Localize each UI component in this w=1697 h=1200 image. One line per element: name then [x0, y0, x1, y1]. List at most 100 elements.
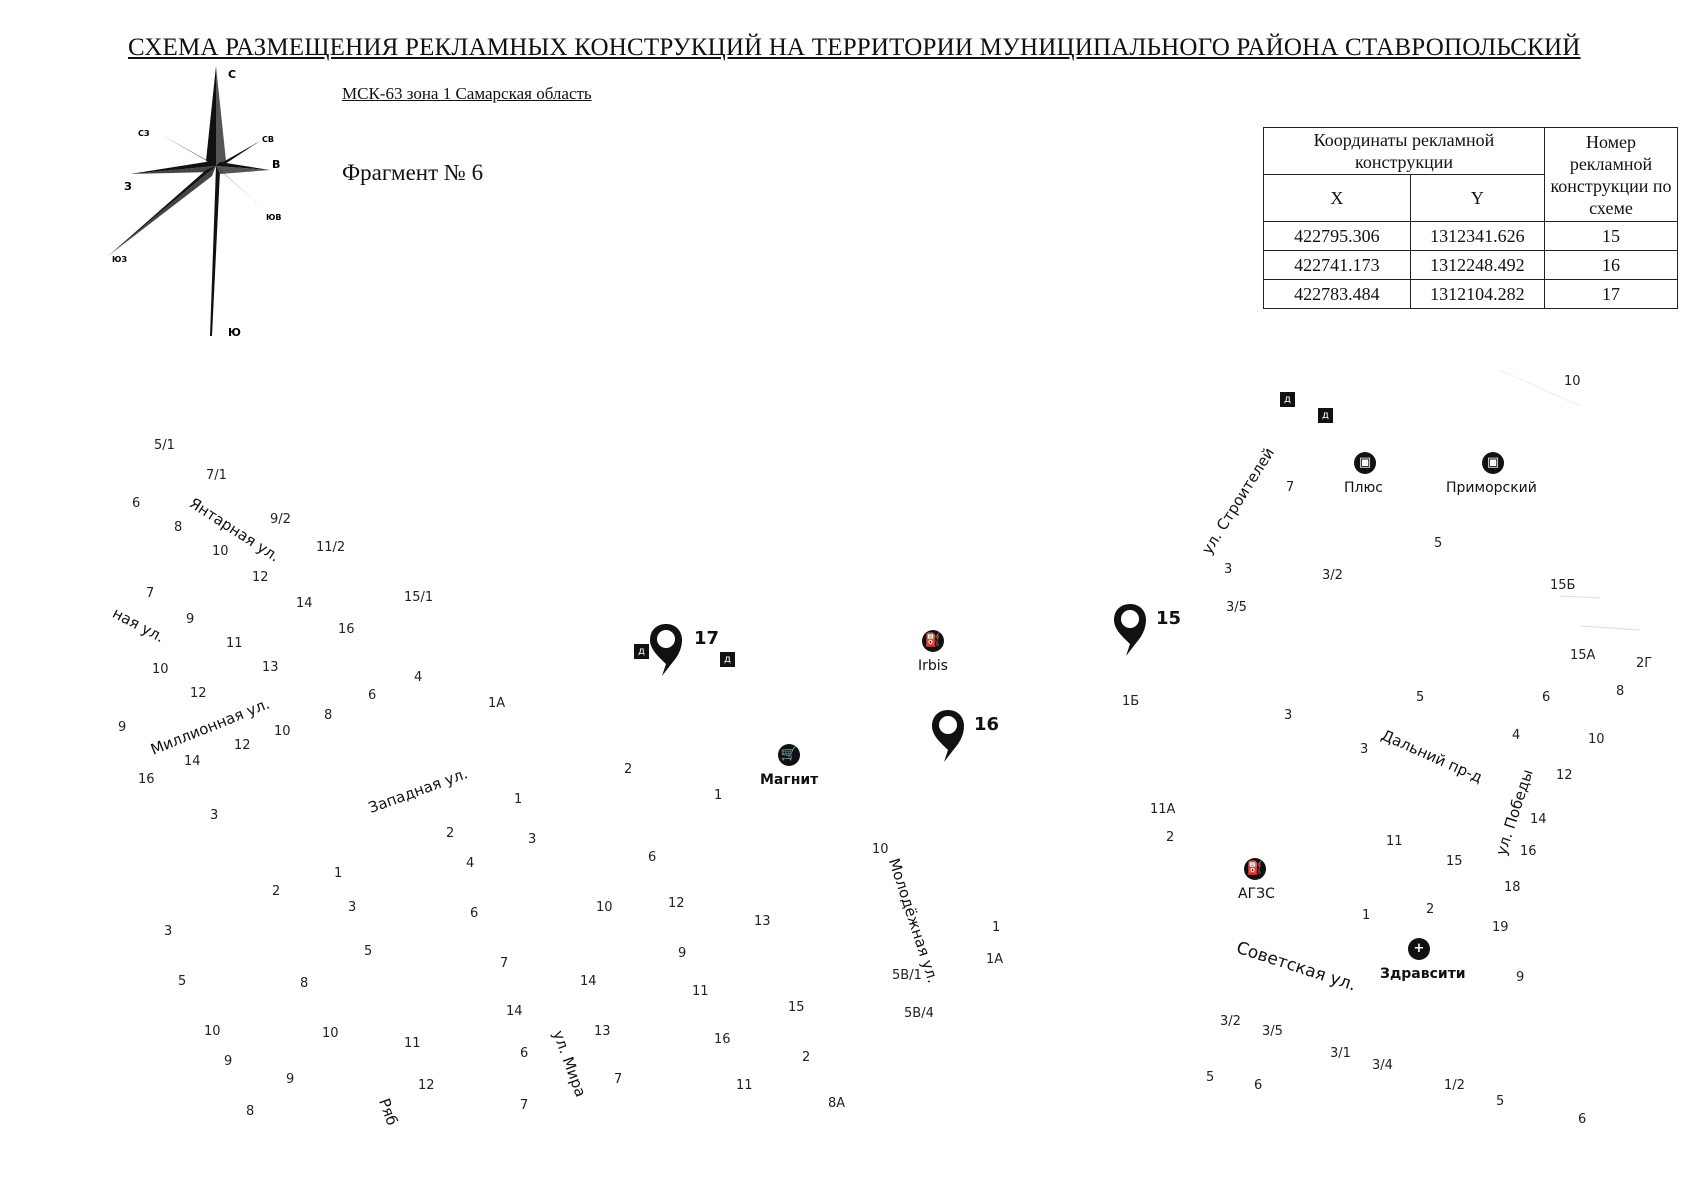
house-number: 10	[872, 842, 889, 857]
house-number: 16	[714, 1032, 731, 1047]
house-number: 3/2	[1220, 1014, 1241, 1029]
house-number: 5/1	[154, 438, 175, 453]
table-header-row: Координаты рекламной конструкции Номер р…	[1263, 127, 1678, 222]
house-number: 16	[138, 772, 155, 787]
house-number: 12	[1556, 768, 1573, 783]
house-number: 4	[414, 670, 423, 685]
house-number: 13	[754, 914, 771, 929]
house-number: 2	[446, 826, 455, 841]
house-number: 1	[714, 788, 723, 803]
cell-x: 422783.484	[1263, 279, 1411, 309]
compass-se: ЮВ	[266, 213, 282, 222]
house-number: 10	[212, 544, 229, 559]
house-number: 9	[224, 1054, 233, 1069]
house-number: 15Б	[1550, 578, 1576, 593]
house-number: 5	[1496, 1094, 1505, 1109]
header-coords: Координаты рекламной конструкции	[1263, 127, 1545, 175]
house-number: 6	[368, 688, 377, 703]
house-number: 12	[190, 686, 207, 701]
header-y: Y	[1409, 174, 1546, 222]
street-dalniy: Дальний пр-д	[1378, 726, 1486, 787]
compass-n: С	[228, 68, 236, 81]
cell-y: 1312104.282	[1409, 279, 1546, 309]
house-number: 1	[992, 920, 1001, 935]
compass-e: В	[272, 158, 280, 171]
cell-x: 422741.173	[1263, 250, 1411, 280]
compass-w: З	[124, 180, 132, 193]
house-number: 4	[1512, 728, 1521, 743]
poi-plus: Плюс	[1344, 480, 1383, 496]
house-number: 8	[174, 520, 183, 535]
house-number: 9	[286, 1072, 295, 1087]
shopping-bag-icon: ▣	[1354, 452, 1376, 474]
poi-primorskiy: Приморский	[1446, 480, 1537, 496]
house-number: 1Б	[1122, 694, 1140, 709]
bus-stop-icon: д	[634, 644, 649, 659]
compass-ne: СВ	[262, 135, 274, 144]
house-number: 2	[624, 762, 633, 777]
street-zapadnaya: Западная ул.	[366, 764, 471, 817]
bus-stop-icon: д	[720, 652, 735, 667]
house-number: 14	[296, 596, 313, 611]
shopping-icon: 🛒	[778, 744, 800, 766]
house-number: 6	[132, 496, 141, 511]
house-number: 5	[1206, 1070, 1215, 1085]
house-number: 5	[1434, 536, 1443, 551]
house-number: 11	[226, 636, 243, 651]
table-row: 422795.306 1312341.626 15	[1263, 221, 1678, 251]
house-number: 9	[678, 946, 687, 961]
house-number: 7	[520, 1098, 529, 1113]
house-number: 9	[118, 720, 127, 735]
house-number: 1А	[986, 952, 1004, 967]
house-number: 18	[1504, 880, 1521, 895]
table-row: 422783.484 1312104.282 17	[1263, 279, 1678, 309]
house-number: 10	[152, 662, 169, 677]
page-title: СХЕМА РАЗМЕЩЕНИЯ РЕКЛАМНЫХ КОНСТРУКЦИЙ Н…	[128, 34, 1581, 61]
table-row: 422741.173 1312248.492 16	[1263, 250, 1678, 280]
street-stroiteley: ул. Строителей	[1198, 444, 1279, 558]
cell-y: 1312341.626	[1409, 221, 1546, 251]
table-subheader-row: X Y	[1263, 174, 1678, 222]
house-number: 13	[594, 1024, 611, 1039]
house-number: 3	[1360, 742, 1369, 757]
house-number: 2Г	[1636, 656, 1653, 671]
compass-sw: ЮЗ	[112, 255, 127, 264]
house-number: 7/1	[206, 468, 227, 483]
poi-agzs: АГЗС	[1238, 886, 1275, 902]
compass-rose-icon: С Ю З В СЗ СВ ЮВ ЮЗ	[108, 66, 282, 339]
street-millionnaya: Миллионная ул.	[148, 694, 273, 759]
house-number: 13	[262, 660, 279, 675]
cell-n: 17	[1544, 279, 1678, 309]
poi-irbis: Irbis	[918, 658, 948, 674]
house-number: 9/2	[270, 512, 291, 527]
house-number: 16	[1520, 844, 1537, 859]
street-mira: ул. Мира	[549, 1028, 590, 1100]
street-sovetskaya: Советская ул.	[1233, 938, 1359, 996]
house-number: 8	[1616, 684, 1625, 699]
marker-number-16: 16	[974, 714, 1000, 735]
street-yantarnaya: Янтарная ул.	[186, 494, 283, 566]
street-molodezhnaya: Молодёжная ул.	[884, 856, 943, 986]
house-number: 7	[146, 586, 155, 601]
house-number: 3	[1284, 708, 1293, 723]
house-number: 5В/4	[904, 1006, 934, 1021]
house-number: 1	[514, 792, 523, 807]
house-number: 10	[322, 1026, 339, 1041]
house-number: 8	[300, 976, 309, 991]
house-number: 14	[580, 974, 597, 989]
house-number: 11	[1386, 834, 1403, 849]
street-ryab: Ряб	[375, 1096, 402, 1128]
house-number: 3/4	[1372, 1058, 1393, 1073]
house-number: 10	[596, 900, 613, 915]
house-number: 15А	[1570, 648, 1596, 663]
house-number: 8А	[828, 1096, 846, 1111]
house-number: 11	[692, 984, 709, 999]
house-number: 2	[802, 1050, 811, 1065]
house-number: 6	[470, 906, 479, 921]
house-number: 7	[614, 1072, 623, 1087]
house-number: 3/1	[1330, 1046, 1351, 1061]
house-number: 7	[500, 956, 509, 971]
house-number: 2	[1426, 902, 1435, 917]
house-number: 10	[1588, 732, 1605, 747]
